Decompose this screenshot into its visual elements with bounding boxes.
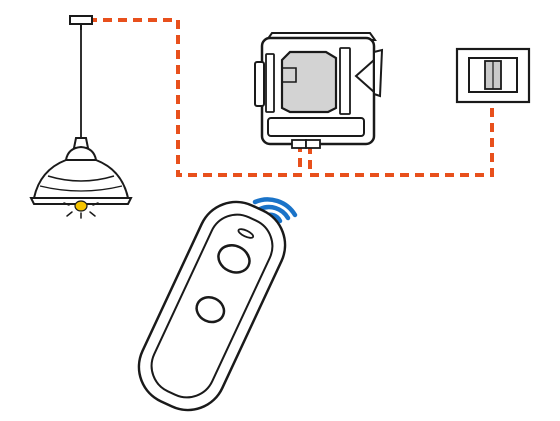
- relay-bottom-terminal-2: [305, 139, 321, 149]
- relay-right-clip: [373, 48, 384, 98]
- relay-label-plate: [267, 117, 365, 137]
- relay-core-notch: [282, 67, 297, 83]
- wire-lamp-to-relay: [88, 18, 302, 177]
- relay-terminal-right: [339, 47, 351, 115]
- ceiling-rose: [69, 15, 93, 25]
- lamp-shade-band: [47, 175, 115, 182]
- signal-arc-middle: [257, 204, 291, 221]
- relay-clip-arm: [354, 59, 375, 93]
- remote-control-icon: [137, 200, 287, 412]
- remote-button-top-ring: [223, 244, 250, 260]
- pendant-lamp-icon: [29, 15, 133, 219]
- bulb-icon: [74, 200, 88, 212]
- bulb-rays: [63, 202, 99, 219]
- relay-module-icon: [254, 32, 384, 149]
- signal-arc-outer: [252, 197, 298, 218]
- lamp-shade-top: [64, 145, 98, 161]
- relay-bottom-terminal-1: [291, 139, 307, 149]
- wiring: [88, 18, 494, 177]
- remote-button-bottom: [195, 295, 226, 324]
- relay-left-ear: [254, 61, 265, 107]
- remote-face: [150, 213, 274, 399]
- lamp-shade: [32, 159, 130, 199]
- remote-indicator-led: [237, 228, 255, 239]
- wall-switch-icon: [455, 47, 531, 104]
- relay-terminal-left: [265, 53, 275, 113]
- lamp-shade-band-2: [39, 185, 123, 192]
- wire-relay-to-switch: [308, 105, 494, 177]
- relay-core: [280, 50, 338, 114]
